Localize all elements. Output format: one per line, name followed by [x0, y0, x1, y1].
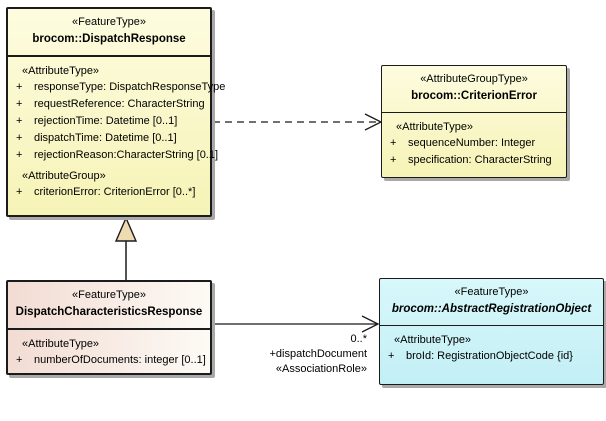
section-label: «AttributeGroup»	[22, 170, 106, 182]
section-label: «AttributeType»	[22, 65, 100, 77]
class-dispatch-response[interactable]: «FeatureType» brocom::DispatchResponse «…	[6, 7, 225, 217]
attribute-row: + criterionError: CriterionError [0..*]	[14, 185, 206, 201]
visibility-marker: +	[16, 149, 23, 161]
visibility-marker: +	[16, 81, 23, 93]
class-name: DispatchCharacteristicsResponse	[15, 306, 203, 318]
visibility-marker: +	[16, 132, 23, 144]
attribute-row: + dispatchTime: Datetime [0..1]	[14, 131, 206, 147]
class-header: «FeatureType» DispatchCharacteristicsRes…	[8, 282, 210, 330]
attribute-text: dispatchTime: Datetime [0..1]	[34, 132, 177, 144]
section-label: «AttributeType»	[394, 334, 472, 346]
attribute-text: requestReference: CharacterString	[34, 98, 205, 110]
class-attribute-compartment: «AttributeType» + responseType: Dispatch…	[8, 57, 225, 206]
visibility-marker: +	[16, 186, 23, 198]
dependency-connector[interactable]	[213, 113, 383, 131]
generalization-triangle-icon	[114, 216, 138, 242]
class-name: brocom::DispatchResponse	[32, 33, 186, 45]
association-role-name: +dispatchDocument	[269, 348, 367, 360]
class-attribute-compartment: «AttributeType» + sequenceNumber: Intege…	[382, 113, 566, 174]
association-arrowhead-icon	[361, 315, 380, 333]
class-stereotype: «FeatureType»	[454, 286, 529, 298]
class-abstract-registration-object[interactable]: «FeatureType» brocom::AbstractRegistrati…	[379, 278, 604, 385]
attribute-row: + specification: CharacterString	[388, 153, 562, 169]
attribute-text: broId: RegistrationObjectCode {id}	[406, 350, 573, 362]
attribute-row: + sequenceNumber: Integer	[388, 136, 562, 152]
class-name: brocom::CriterionError	[411, 90, 537, 102]
class-stereotype: «AttributeGroupType»	[420, 73, 528, 85]
association-multiplicity: 0..*	[350, 333, 367, 345]
attribute-text: rejectionTime: Datetime [0..1]	[34, 115, 178, 127]
class-attribute-compartment: «AttributeType» + broId: RegistrationObj…	[380, 326, 603, 370]
attribute-row: + rejectionReason:CharacterString [0.1]	[14, 148, 218, 164]
attribute-text: specification: CharacterString	[408, 154, 552, 166]
attribute-text: rejectionReason:CharacterString [0.1]	[34, 149, 219, 161]
class-dispatch-characteristics-response[interactable]: «FeatureType» DispatchCharacteristicsRes…	[6, 280, 212, 375]
class-header: «FeatureType» brocom::DispatchResponse	[8, 9, 210, 57]
visibility-marker: +	[390, 137, 397, 149]
attribute-text: sequenceNumber: Integer	[408, 137, 536, 149]
attribute-text: responseType: DispatchResponseType	[34, 81, 226, 93]
association-stereotype: «AssociationRole»	[275, 363, 367, 375]
attribute-row: + requestReference: CharacterString	[14, 97, 206, 113]
class-name: brocom::AbstractRegistrationObject	[391, 303, 592, 315]
attribute-row: + rejectionTime: Datetime [0..1]	[14, 114, 206, 130]
visibility-marker: +	[390, 154, 397, 166]
visibility-marker: +	[16, 98, 23, 110]
visibility-marker: +	[388, 350, 395, 362]
attribute-row: + broId: RegistrationObjectCode {id}	[386, 349, 599, 365]
section-label: «AttributeType»	[22, 338, 100, 350]
class-stereotype: «FeatureType»	[72, 16, 146, 28]
visibility-marker: +	[16, 115, 23, 127]
visibility-marker: +	[16, 354, 23, 366]
class-header: «AttributeGroupType» brocom::CriterionEr…	[382, 66, 566, 113]
generalization-connector[interactable]	[114, 216, 138, 282]
attribute-row: + numberOfDocuments: integer [0..1]	[14, 353, 206, 369]
class-stereotype: «FeatureType»	[72, 289, 146, 301]
attribute-text: numberOfDocuments: integer [0..1]	[34, 354, 206, 366]
class-header: «FeatureType» brocom::AbstractRegistrati…	[380, 279, 603, 326]
attribute-row: + responseType: DispatchResponseType	[14, 80, 225, 96]
attribute-text: criterionError: CriterionError [0..*]	[34, 186, 196, 198]
association-connector[interactable]	[213, 315, 380, 333]
section-label: «AttributeType»	[396, 121, 474, 133]
class-attribute-compartment: «AttributeType» + numberOfDocuments: int…	[8, 330, 210, 374]
class-criterion-error[interactable]: «AttributeGroupType» brocom::CriterionEr…	[381, 65, 567, 178]
association-end-labels: 0..* +dispatchDocument «AssociationRole»	[269, 332, 367, 377]
